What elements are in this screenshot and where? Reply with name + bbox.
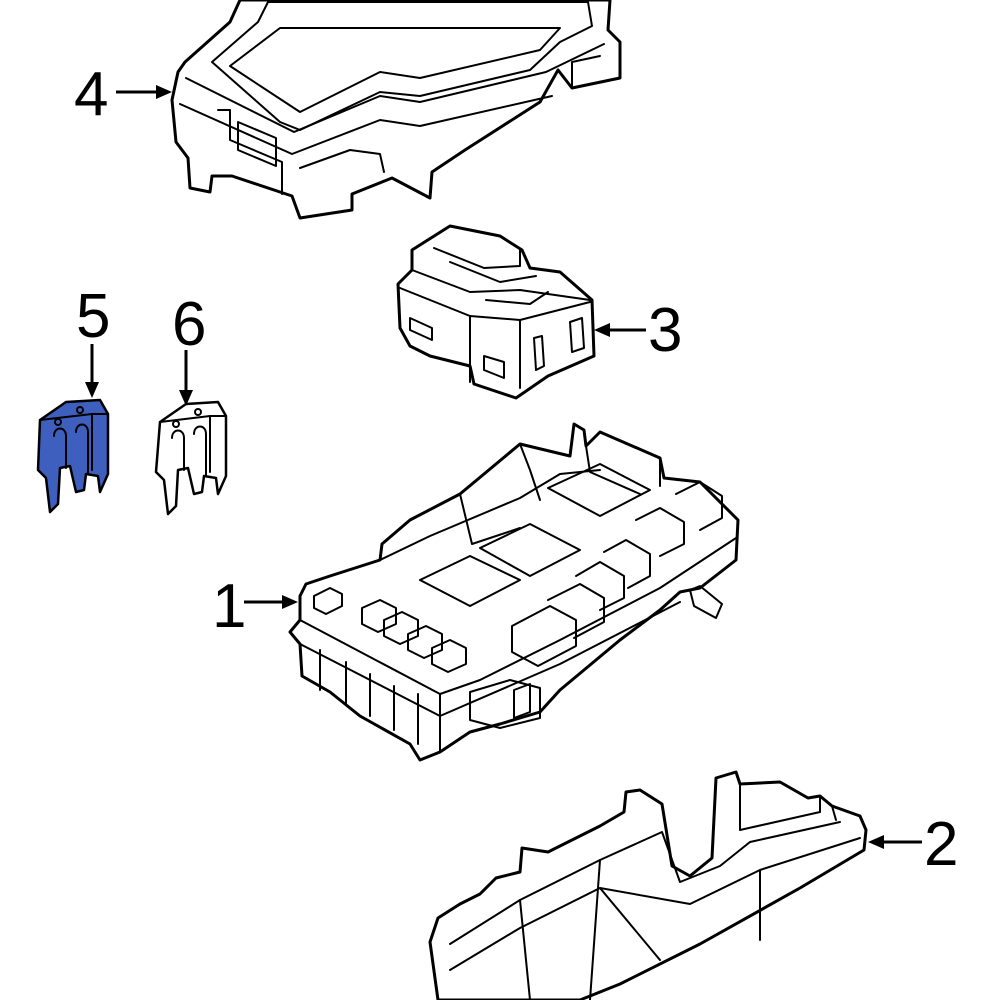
part-5-fuse [36,398,110,514]
part-3-block [396,224,596,400]
leader-arrow-4 [116,85,172,99]
part-1-box [288,422,740,762]
leader-arrow-2 [868,835,922,849]
callout-1: 1 [212,572,247,641]
leader-arrow-1 [244,595,298,609]
callout-2: 2 [924,810,959,879]
part-2-tray [428,770,868,1000]
part-6-fuse [154,400,228,516]
callout-4: 4 [74,60,109,129]
leader-arrow-5 [85,344,99,398]
callout-3: 3 [648,296,683,365]
part-4-cover [170,0,622,220]
callout-5: 5 [76,282,111,351]
leader-arrow-3 [594,323,646,337]
leader-arrow-6 [179,350,193,406]
callout-6: 6 [172,290,207,359]
